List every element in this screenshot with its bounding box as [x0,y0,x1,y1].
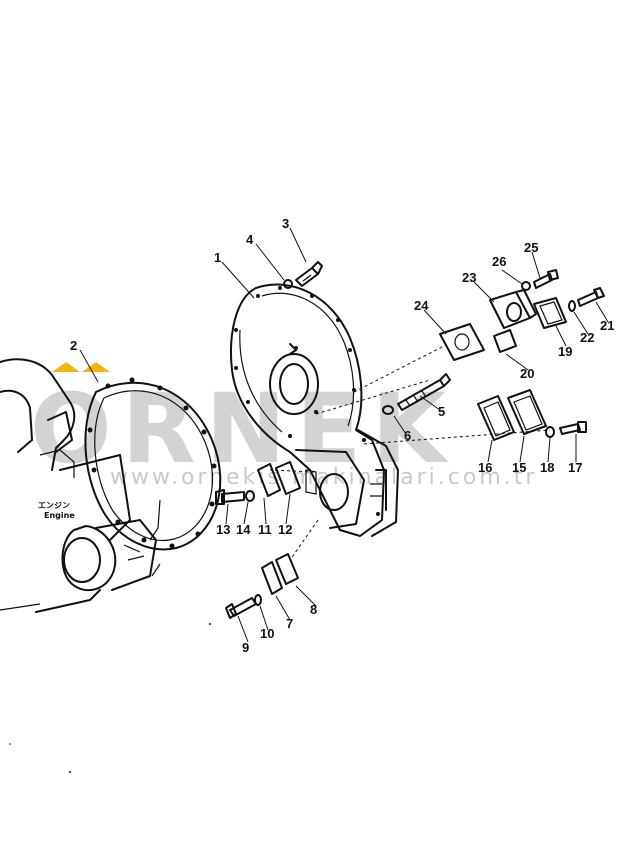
part-label-4: 4 [246,232,254,247]
part-label-14: 14 [236,522,251,537]
plate-part-7 [261,561,283,595]
part-label-6: 6 [404,428,411,443]
washer-part-6 [382,405,394,415]
bolt-part-17 [559,421,587,435]
part-label-9: 9 [242,640,249,655]
engine-label-japanese: エンジン [38,501,70,510]
bolt-part-3 [295,261,323,287]
part-label-17: 17 [568,460,582,475]
part-label-13: 13 [216,522,230,537]
part-label-23: 23 [462,270,476,285]
part-label-16: 16 [478,460,492,475]
part-label-5: 5 [438,404,445,419]
washer-part-22 [568,300,576,312]
part-label-11: 11 [258,522,272,537]
gasket-ring [84,377,222,551]
watermark-accent-left [52,362,80,372]
bolt-part-5 [397,373,451,411]
washer-part-26 [521,281,531,291]
part-label-7: 7 [286,616,293,631]
part-labels: 1 2 3 4 5 6 7 8 9 10 11 12 13 14 15 16 1… [70,216,614,655]
bolt-part-13 [215,489,245,505]
plate-part-8 [275,553,299,585]
washer-part-14 [245,490,255,502]
gasket-part-24 [439,323,485,361]
part-label-18: 18 [540,460,554,475]
part-label-3: 3 [282,216,289,231]
cover-part-19 [533,297,567,329]
engine-block [0,358,161,613]
plate-part-20 [493,329,517,353]
bolt-part-9 [225,597,257,619]
flywheel-housing [230,283,399,537]
part-label-19: 19 [558,344,572,359]
part-label-24: 24 [414,298,429,313]
bolt-part-21 [577,287,605,307]
part-label-2: 2 [70,338,77,353]
part-label-21: 21 [600,318,614,333]
part-label-1: 1 [214,250,221,265]
washer-part-4 [283,279,293,289]
part-label-10: 10 [260,626,274,641]
part-label-26: 26 [492,254,506,269]
cover-part-15 [507,389,547,435]
plate-part-12 [275,461,301,495]
part-label-15: 15 [512,460,526,475]
bolt-part-25 [533,269,559,289]
washer-part-18 [545,426,555,438]
engine-label-english: Engine [44,511,75,520]
watermark-accent-right [82,362,110,372]
flange-part-23 [489,289,537,329]
leader-lines [79,227,609,643]
cover-part-16 [477,395,515,441]
part-label-8: 8 [310,602,317,617]
part-label-20: 20 [520,366,534,381]
watermark-url: www.ornekis makinalari.com.tr [110,465,537,490]
part-label-22: 22 [580,330,594,345]
part-label-25: 25 [524,240,538,255]
washer-part-10 [254,594,262,606]
part-label-12: 12 [278,522,292,537]
plate-part-11 [257,463,281,497]
